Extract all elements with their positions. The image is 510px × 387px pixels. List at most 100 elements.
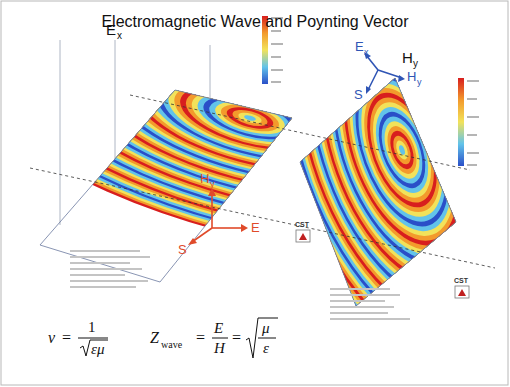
field-ring <box>305 17 500 284</box>
field-ring <box>232 0 510 383</box>
field-ring <box>199 0 510 387</box>
field-ring <box>256 0 510 350</box>
field-ring <box>14 0 486 256</box>
subscript: y <box>210 180 215 189</box>
field-ring <box>0 0 510 293</box>
subscript: x <box>117 31 122 41</box>
field-ring <box>370 106 435 195</box>
color-bar <box>458 78 464 166</box>
field-ring <box>353 83 450 216</box>
propagation-line <box>30 95 495 268</box>
field-ring <box>268 0 510 333</box>
formula-marks <box>78 318 278 358</box>
field-ring <box>0 0 510 301</box>
slide-title: Electromagnetic Wave and Poynting Vector <box>0 14 510 30</box>
field-ring <box>240 0 510 372</box>
plot-label: H <box>402 50 413 65</box>
axis-label: H <box>407 70 416 83</box>
field-ring <box>280 0 510 317</box>
formula-symbol: Z <box>150 330 159 346</box>
field-ring <box>211 0 510 387</box>
subscript: x <box>364 48 369 57</box>
cst-logo <box>296 230 310 242</box>
field-ring <box>20 0 479 252</box>
field-ring <box>337 61 467 239</box>
field-ring <box>207 0 510 387</box>
axis-label: S <box>354 88 363 101</box>
field-ring <box>1 0 498 263</box>
field-ring <box>398 144 406 155</box>
formula-symbol: = <box>62 330 71 346</box>
field-axes <box>192 192 244 242</box>
field-ring <box>264 0 510 339</box>
field-ring <box>321 39 483 261</box>
field-ring <box>329 50 475 250</box>
field-ring <box>284 0 510 311</box>
formula-symbol: = <box>196 330 205 346</box>
field-ring <box>167 70 333 167</box>
field-ring <box>301 11 504 289</box>
field-ring <box>0 0 510 275</box>
field-ring <box>0 0 510 289</box>
field-ring <box>236 0 510 378</box>
field-ring <box>260 0 510 344</box>
field-ring <box>40 0 461 241</box>
field-ring <box>309 22 496 277</box>
field-ring <box>223 0 510 387</box>
field-ring <box>333 56 471 245</box>
field-ring <box>0 0 510 278</box>
field-ring <box>205 92 294 144</box>
field-ring <box>27 0 473 248</box>
formula-symbol: H <box>214 341 225 356</box>
field-ring <box>382 122 423 178</box>
field-ring <box>33 0 467 245</box>
field-ring <box>203 0 510 387</box>
field-ring <box>386 128 418 172</box>
plot-info <box>70 250 410 320</box>
cst-logo-text: CST <box>454 277 468 284</box>
formula-symbol: εμ <box>91 342 104 357</box>
field-ring <box>313 28 492 272</box>
field-ring <box>0 0 510 271</box>
axis-label: H <box>200 172 209 185</box>
field-ring <box>186 81 314 156</box>
field-ring <box>0 0 510 297</box>
field-ring <box>244 114 257 121</box>
field-axes <box>366 55 402 90</box>
field-ring <box>248 0 510 361</box>
field-ring <box>296 6 507 295</box>
field-ring <box>0 0 510 312</box>
cst-logo-text: CST <box>295 221 309 228</box>
field-ring <box>219 0 510 387</box>
field-ring <box>212 96 289 141</box>
field-ring <box>341 67 463 234</box>
field-ring <box>349 78 455 222</box>
field-ring <box>0 0 510 286</box>
formula-subscript: wave <box>161 340 182 350</box>
field-ring <box>231 107 269 129</box>
field-ring <box>276 0 510 322</box>
field-ring <box>361 94 442 205</box>
field-ring <box>325 44 479 255</box>
field-ring <box>237 111 263 126</box>
formula-symbol: μ <box>262 321 270 336</box>
field-ring <box>227 0 510 387</box>
field-ring <box>252 0 510 355</box>
field-ring <box>218 99 282 136</box>
field-ring <box>0 0 505 267</box>
formula-symbol: 1 <box>88 320 96 335</box>
formula-symbol: v <box>48 330 55 346</box>
axis-label: E <box>355 40 364 53</box>
field-ring <box>317 33 487 266</box>
cst-logo <box>455 286 469 298</box>
subscript: y <box>413 59 418 69</box>
field-ring <box>0 0 510 308</box>
field-ring <box>0 0 510 282</box>
colorbar-ticks <box>271 17 479 166</box>
field-ring <box>244 0 510 367</box>
field-ring <box>193 84 308 151</box>
subscript: y <box>417 78 422 87</box>
axis-label: E <box>251 221 260 234</box>
formula-symbol: E <box>214 321 223 336</box>
